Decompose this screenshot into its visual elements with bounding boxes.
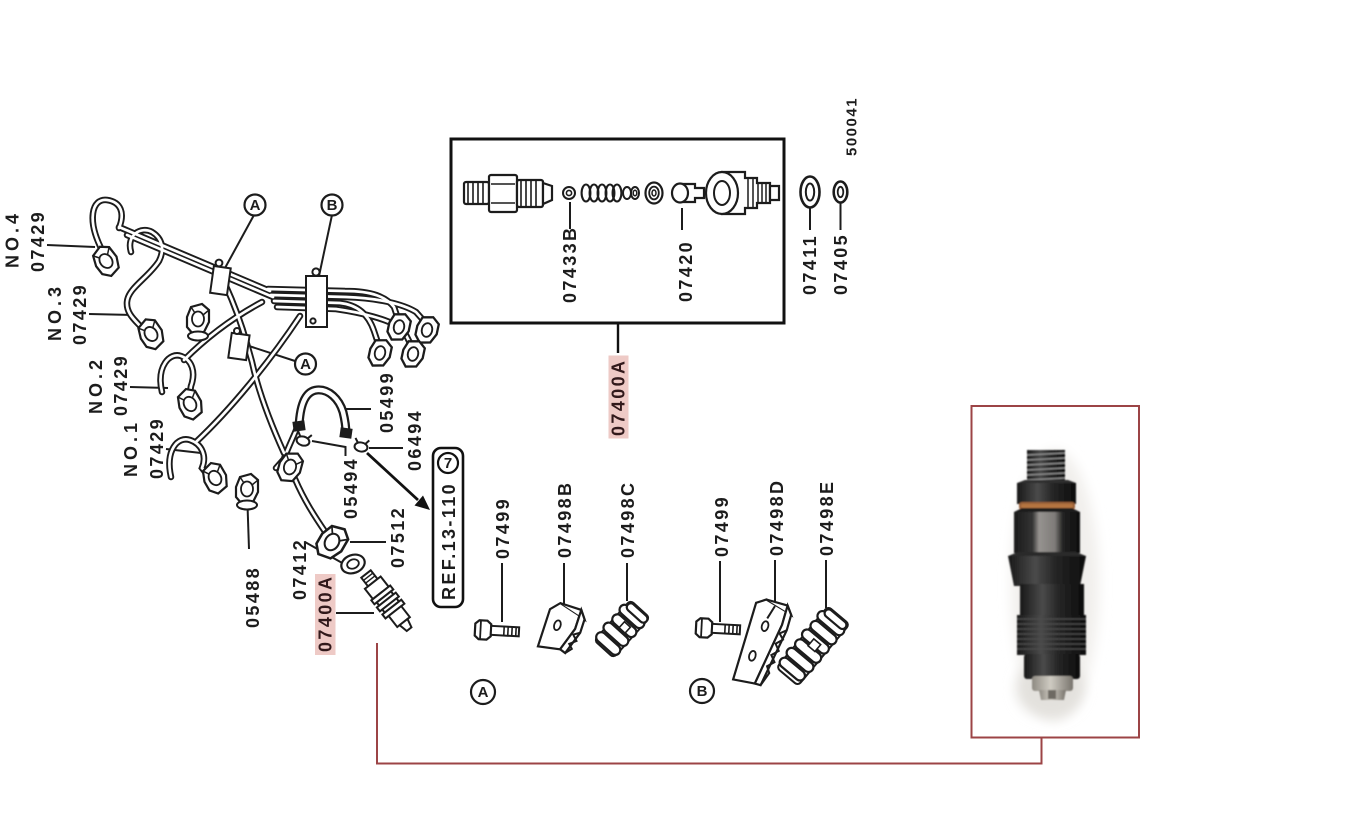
svg-text:07405: 07405: [831, 233, 851, 295]
svg-text:07498E: 07498E: [817, 480, 837, 556]
svg-text:07400A: 07400A: [316, 575, 336, 652]
svg-text:A: A: [250, 197, 261, 214]
svg-text:07499: 07499: [493, 497, 513, 559]
svg-text:07400A: 07400A: [609, 359, 629, 436]
svg-text:7: 7: [444, 455, 452, 472]
svg-text:500041: 500041: [844, 97, 861, 156]
svg-text:07498C: 07498C: [618, 481, 638, 558]
svg-text:07420: 07420: [676, 240, 696, 302]
svg-text:NO.4: NO.4: [3, 210, 23, 268]
svg-text:NO.1: NO.1: [121, 419, 141, 477]
svg-text:A: A: [478, 684, 489, 701]
svg-text:07498D: 07498D: [767, 479, 787, 556]
svg-text:A: A: [300, 356, 311, 373]
svg-text:NO.3: NO.3: [45, 283, 65, 341]
svg-text:B: B: [327, 197, 338, 214]
svg-text:07429: 07429: [70, 283, 90, 345]
svg-text:07429: 07429: [147, 417, 167, 479]
svg-text:07512: 07512: [388, 506, 408, 568]
svg-text:07412: 07412: [290, 538, 310, 600]
svg-text:05488: 05488: [243, 566, 263, 628]
svg-text:07429: 07429: [28, 210, 48, 272]
svg-text:B: B: [697, 683, 708, 700]
svg-text:07499: 07499: [712, 495, 732, 557]
svg-text:REF.13-110: REF.13-110: [439, 482, 459, 600]
svg-text:05499: 05499: [377, 371, 397, 433]
svg-text:05494: 05494: [341, 457, 361, 519]
svg-text:07411: 07411: [800, 234, 820, 295]
svg-text:06494: 06494: [405, 409, 425, 471]
svg-text:07429: 07429: [111, 354, 131, 416]
svg-text:NO.2: NO.2: [86, 356, 106, 414]
svg-text:07498B: 07498B: [555, 481, 575, 558]
svg-text:07433B: 07433B: [560, 226, 580, 303]
